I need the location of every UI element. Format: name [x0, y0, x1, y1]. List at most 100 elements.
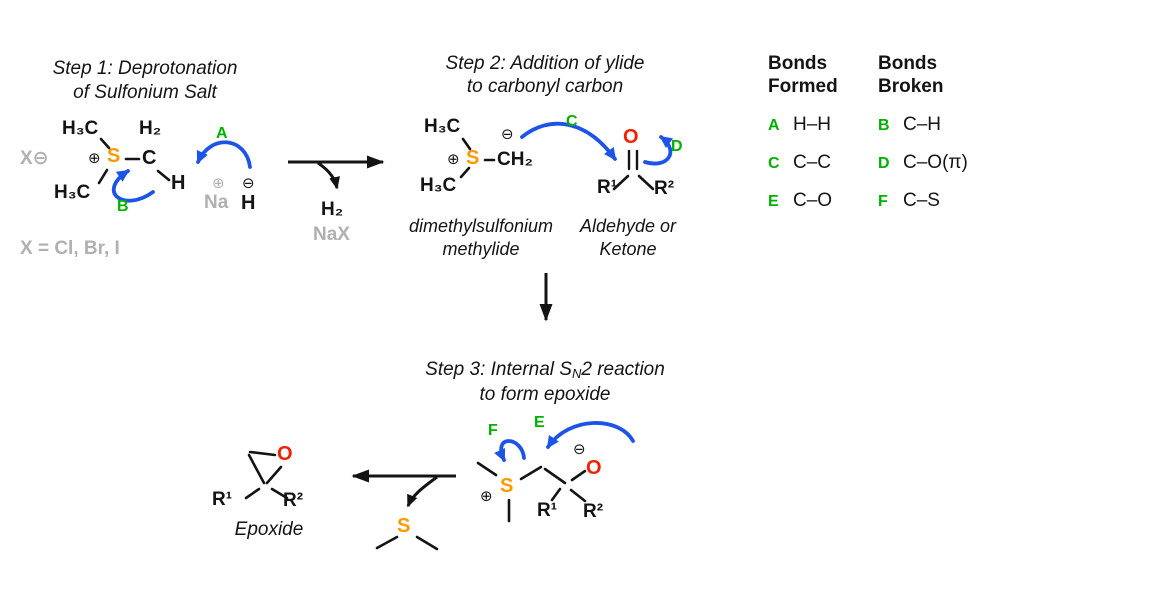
hydride-h: H	[241, 192, 256, 214]
byproduct-h2: H₂	[321, 199, 344, 220]
bond-epoxide-c-o-top	[248, 450, 277, 457]
bond-c3-alkoxide	[570, 469, 587, 482]
legend-row-d: D C–O(π)	[878, 152, 968, 174]
carbonyl-r1: R¹	[597, 177, 618, 198]
bond-c-h	[156, 169, 171, 182]
bond-label-e: E	[534, 414, 545, 431]
carbonyl-oxygen: O	[623, 126, 639, 148]
counterion-x: X⊖	[20, 148, 49, 169]
legend-row-e: E C–O	[768, 190, 838, 212]
bond-label-b: B	[117, 198, 129, 215]
epoxide-label: Epoxide	[234, 519, 304, 540]
legend-row-c: C C–C	[768, 152, 838, 174]
bond-label-c: C	[566, 113, 578, 130]
legend-bond-d: C–O(π)	[903, 152, 968, 174]
bond-c3-r1	[550, 487, 562, 502]
epoxide-oxygen: O	[277, 443, 293, 465]
step1-h2-label: H₂	[139, 118, 162, 139]
legend-formed-header-line1: Bonds	[768, 53, 828, 74]
legend-key-f: F	[878, 193, 888, 211]
legend-formed-header-line2: Formed	[768, 76, 838, 98]
epoxide-r1: R¹	[212, 489, 233, 510]
step2-structure-bonds	[459, 137, 655, 191]
step3-title-line1: Step 3: Internal SN2 reaction	[395, 358, 695, 382]
step1-title-line1: Step 1: Deprotonation	[52, 58, 238, 79]
bond-label-a: A	[216, 125, 228, 142]
legend-key-e: E	[768, 193, 779, 211]
step1-sulfonium-plus-charge: ⊕	[88, 150, 101, 167]
curved-arrow-d-pi-to-oxygen	[643, 135, 674, 166]
step1-structure-bonds	[97, 137, 171, 185]
bond-epoxide-r1	[244, 487, 261, 500]
step3-title-subscript-n: N	[571, 366, 582, 381]
bond-c3-r2	[569, 488, 587, 503]
step1-sulfur-atom: S	[107, 145, 121, 167]
bond-ch3top-s	[99, 137, 111, 150]
carbonyl-name-line2: Ketone	[599, 239, 657, 259]
betaine-r1: R¹	[537, 500, 558, 521]
betaine-r2: R²	[583, 501, 604, 522]
legend-key-a: A	[768, 117, 780, 135]
bond-ch2-c3	[543, 467, 567, 485]
bond-label-f: F	[488, 422, 498, 439]
legend-key-c: C	[768, 155, 780, 173]
legend-row-a: A H–H	[768, 114, 838, 136]
step2-title-line2: to carbonyl carbon	[466, 76, 624, 97]
bond-carbonyl-r1	[612, 174, 630, 191]
curved-arrow-a-hydride-to-h	[196, 140, 252, 169]
step3-sulfonium-plus-charge: ⊕	[480, 488, 493, 505]
epoxide-r2: R²	[283, 490, 304, 511]
legend-formed-header: Bonds Formed	[768, 52, 838, 98]
bond-label-d: D	[671, 138, 683, 155]
dimethylsulfide-sulfur: S	[397, 515, 411, 537]
step2-sulfonium-plus-charge: ⊕	[447, 151, 460, 168]
step1-title-line2: of Sulfonium Salt	[73, 82, 217, 103]
bond-dms-left-methyl	[375, 535, 399, 550]
legend-broken-header-line2: Broken	[878, 76, 944, 98]
step2-sulfur-atom: S	[466, 147, 480, 169]
curved-arrow-c-ylide-to-carbonyl	[520, 121, 617, 161]
step2-methyl-bottom: H₃C	[420, 175, 457, 196]
legend-bond-e: C–O	[793, 190, 833, 212]
bond-epoxide-c-c	[247, 453, 266, 485]
epoxide-bonds	[244, 450, 289, 500]
carbonyl-r2: R²	[654, 178, 675, 199]
sodium-plus-charge: ⊕	[212, 175, 225, 192]
legend-bond-a: H–H	[793, 114, 832, 136]
bond-epoxide-r2	[270, 487, 289, 500]
legend-broken-header: Bonds Broken	[878, 52, 968, 98]
step3-sulfur-atom: S	[500, 475, 514, 497]
step1-methyl-top: H₃C	[62, 118, 99, 139]
legend-bond-f: C–S	[903, 190, 940, 212]
step2-ch2-group: CH₂	[497, 149, 533, 170]
step3-structure-bonds	[476, 461, 587, 523]
legend-broken-header-line1: Bonds	[878, 53, 938, 74]
alkoxide-minus-charge: ⊖	[573, 441, 586, 458]
step2-title-line1: Step 2: Addition of ylide	[445, 53, 645, 74]
bond-ch3top-s2	[461, 137, 472, 151]
legend-key-d: D	[878, 155, 890, 173]
bond-ch3bottom-s	[97, 168, 109, 185]
legend-bond-b: C–H	[903, 114, 942, 136]
step1-methyl-bottom: H₃C	[54, 182, 91, 203]
bond-ch3bottom-s2	[459, 166, 471, 179]
curved-arrow-f-cs-to-sulfur	[494, 439, 526, 462]
dimethylsulfide-bonds	[375, 535, 439, 551]
curved-arrow-b-ch-to-carbon	[112, 169, 155, 203]
dms-branch-arrow	[406, 475, 438, 508]
ylide-name-line1: dimethylsulfonium	[408, 216, 554, 236]
halide-definition: X = Cl, Br, I	[20, 238, 120, 259]
curved-arrow-e-alkoxide-to-carbon	[546, 421, 635, 449]
hydride-minus-charge: ⊖	[242, 175, 255, 192]
legend-bond-c: C–C	[793, 152, 832, 174]
legend-bonds-broken: Bonds Broken B C–H D C–O(π) F C–S	[878, 52, 968, 212]
step2-methyl-top: H₃C	[424, 116, 461, 137]
bond-carbonyl-r2	[637, 174, 655, 191]
legend-key-b: B	[878, 117, 890, 135]
legend-bonds-formed: Bonds Formed A H–H C C–C E C–O	[768, 52, 838, 212]
legend-row-b: B C–H	[878, 114, 968, 136]
byproduct-nax: NaX	[313, 224, 350, 245]
bond-methyl-upleft-s3	[476, 461, 498, 477]
